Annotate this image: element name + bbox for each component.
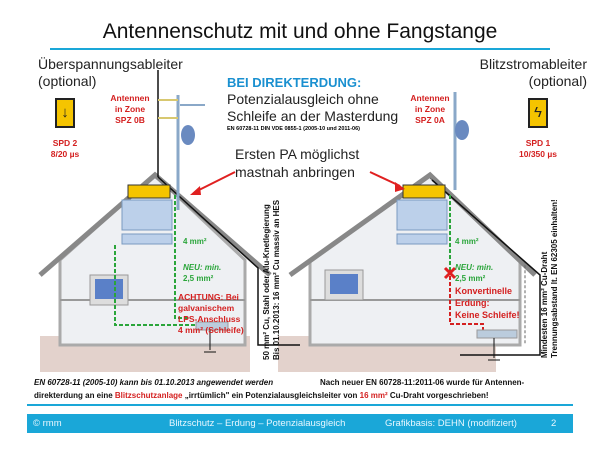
note-line2: direkterdung an eine Blitzschutzanlage „… — [34, 391, 489, 400]
conventional-earthing-note: Konvertinelle Erdung: Keine Schleife! — [455, 286, 520, 320]
spd1-heading: Blitzstromableiter — [479, 56, 587, 72]
notes-divider — [27, 404, 573, 406]
note-left: EN 60728-11 (2005-10) kann bis 01.10.201… — [34, 378, 274, 387]
wire-label-left: 4 mm² — [183, 237, 207, 246]
house-left — [38, 70, 300, 353]
direct-earthing-heading: BEI DIREKTERDUNG: — [227, 75, 362, 90]
spd1-lightning-icon: ϟ — [528, 98, 548, 128]
page-number: 2 — [551, 418, 557, 429]
house-right — [288, 92, 541, 361]
arrow-left — [194, 171, 236, 193]
neu-right: NEU: min. — [455, 263, 494, 272]
footer-bar: © rmm Blitzschutz – Erdung – Potenzialau… — [27, 414, 573, 433]
footer-topic: Blitzschutz – Erdung – Potenzialausgleic… — [169, 418, 346, 429]
antenna-zone-left: Antennen in Zone SPZ 0B — [110, 93, 150, 125]
spd1-optional: (optional) — [528, 73, 587, 89]
spd2-optional: (optional) — [38, 73, 97, 89]
vertical-note-left: 50 mm² Cu, Stahl oder Alu-Knetlegierung … — [262, 199, 281, 360]
spd1-name: SPD 1 — [525, 138, 551, 148]
note-right: Nach neuer EN 60728-11:2011-06 wurde für… — [320, 378, 525, 387]
antenna-zone-right: Antennen in Zone SPZ 0A — [410, 93, 450, 125]
neu-left: NEU: min. — [183, 263, 222, 272]
vertical-note-right: Mindesten 16 mm² Cu-Draht Trennungsabsta… — [540, 199, 559, 358]
center-line2: Schleife an der Masterdung — [227, 108, 399, 124]
spd2-heading: Überspannungsableiter — [38, 56, 183, 72]
slide-title: Antennenschutz mit und ohne Fangstange — [102, 20, 498, 43]
norm-reference: EN 60728-11 DIN VDE 0855-1 (2005-10 und … — [227, 126, 360, 132]
neu2-right: 2,5 mm² — [455, 274, 486, 283]
footer-copyright: © rmm — [33, 418, 62, 429]
pa-line1: Ersten PA möglichst — [235, 146, 360, 162]
warning-left: ACHTUNG: Bei galvanischem LPS-Anschluss … — [178, 292, 244, 335]
title-divider — [50, 48, 550, 50]
pa-line2: mastnah anbringen — [235, 164, 355, 180]
center-line1: Potenzialausgleich ohne — [227, 91, 379, 107]
footer-source: Grafikbasis: DEHN (modifiziert) — [385, 418, 517, 429]
wire-label-right: 4 mm² — [455, 237, 479, 246]
spd2-arrow-icon: ↓ — [55, 98, 75, 128]
spd2-rating: 8/20 µs — [50, 149, 80, 159]
neu2-left: 2,5 mm² — [183, 274, 214, 283]
spd1-rating: 10/350 µs — [519, 149, 557, 159]
spd2-name: SPD 2 — [52, 138, 78, 148]
